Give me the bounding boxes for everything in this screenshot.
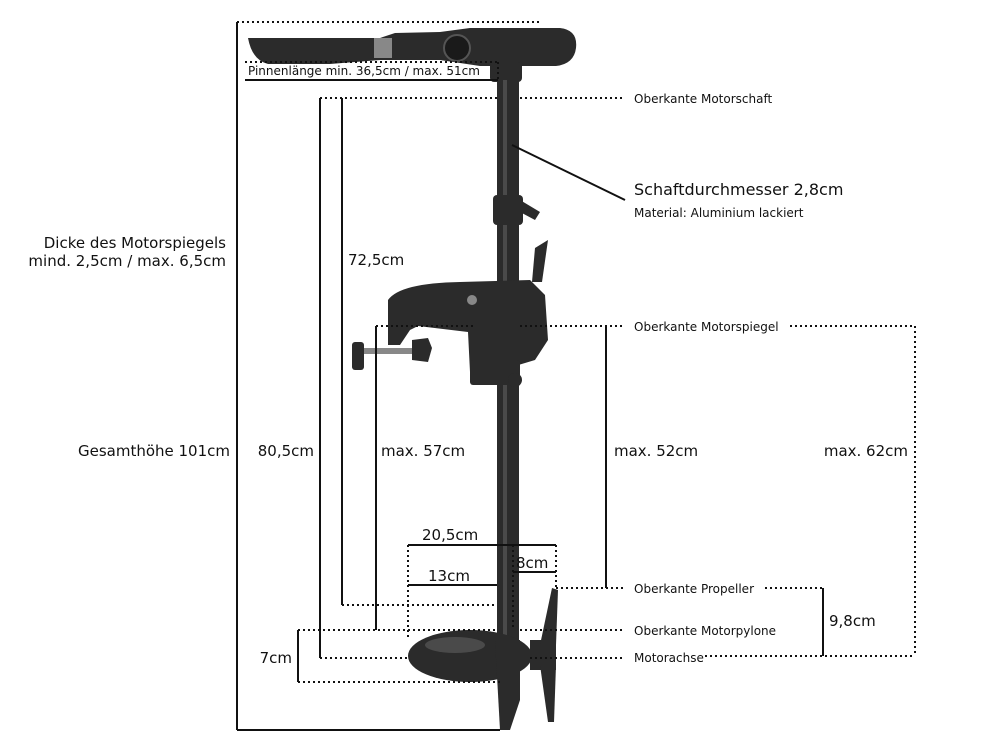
clamp-pad: [412, 338, 432, 362]
shaft-diameter-label: Schaftdurchmesser 2,8cm: [634, 180, 843, 199]
dim-7-label: 7cm: [260, 649, 292, 667]
shaft-diameter-leader: [511, 144, 626, 201]
trolling-motor-illustration: [248, 28, 577, 730]
tiller-handle: [248, 28, 577, 66]
shaft-top-label: Oberkante Motorschaft: [634, 92, 772, 106]
labels: Pinnenlänge min. 36,5cm / max. 51cm Ober…: [28, 64, 908, 667]
propeller-blade-bottom: [540, 665, 556, 722]
dim-20-label: 20,5cm: [422, 526, 478, 544]
dim-62-label: max. 62cm: [824, 442, 908, 460]
dim-80-label: 80,5cm: [258, 442, 314, 460]
transom-top-label: Oberkante Motorspiegel: [634, 320, 779, 334]
tiller-length-label: Pinnenlänge min. 36,5cm / max. 51cm: [248, 64, 480, 78]
bracket-clamp: [470, 360, 520, 385]
clamp-screw: [360, 348, 415, 354]
dim-52-label: max. 52cm: [614, 442, 698, 460]
dim-57-label: max. 57cm: [381, 442, 465, 460]
total-height-label: Gesamthöhe 101cm: [78, 442, 230, 460]
transom-thickness-label-2: mind. 2,5cm / max. 6,5cm: [28, 252, 226, 270]
tiller-knob: [443, 34, 471, 62]
shaft-length-label: 72,5cm: [348, 251, 404, 269]
material-label: Material: Aluminium lackiert: [634, 206, 804, 220]
shaft-collar: [493, 195, 523, 225]
clamp-knob: [508, 373, 522, 387]
bracket-lever: [532, 240, 548, 282]
dim-13-label: 13cm: [428, 567, 470, 585]
motor-axis-label: Motorachse: [634, 651, 704, 665]
dimension-lines: [236, 21, 916, 731]
clamp-screw-handle: [352, 342, 364, 370]
tiller-grip-ring: [374, 38, 392, 58]
propeller-top-label: Oberkante Propeller: [634, 582, 754, 596]
pod-highlight: [425, 637, 485, 653]
collar-lever: [520, 200, 540, 220]
propeller-blade-top: [540, 588, 558, 645]
dim-9-8-label: 9,8cm: [829, 612, 876, 630]
pylon-top-label: Oberkante Motorpylone: [634, 624, 776, 638]
motor-skeg: [495, 640, 520, 730]
transom-thickness-label-1: Dicke des Motorspiegels: [44, 234, 226, 252]
dim-8-label: 8cm: [516, 554, 548, 572]
bracket-screw: [467, 295, 477, 305]
